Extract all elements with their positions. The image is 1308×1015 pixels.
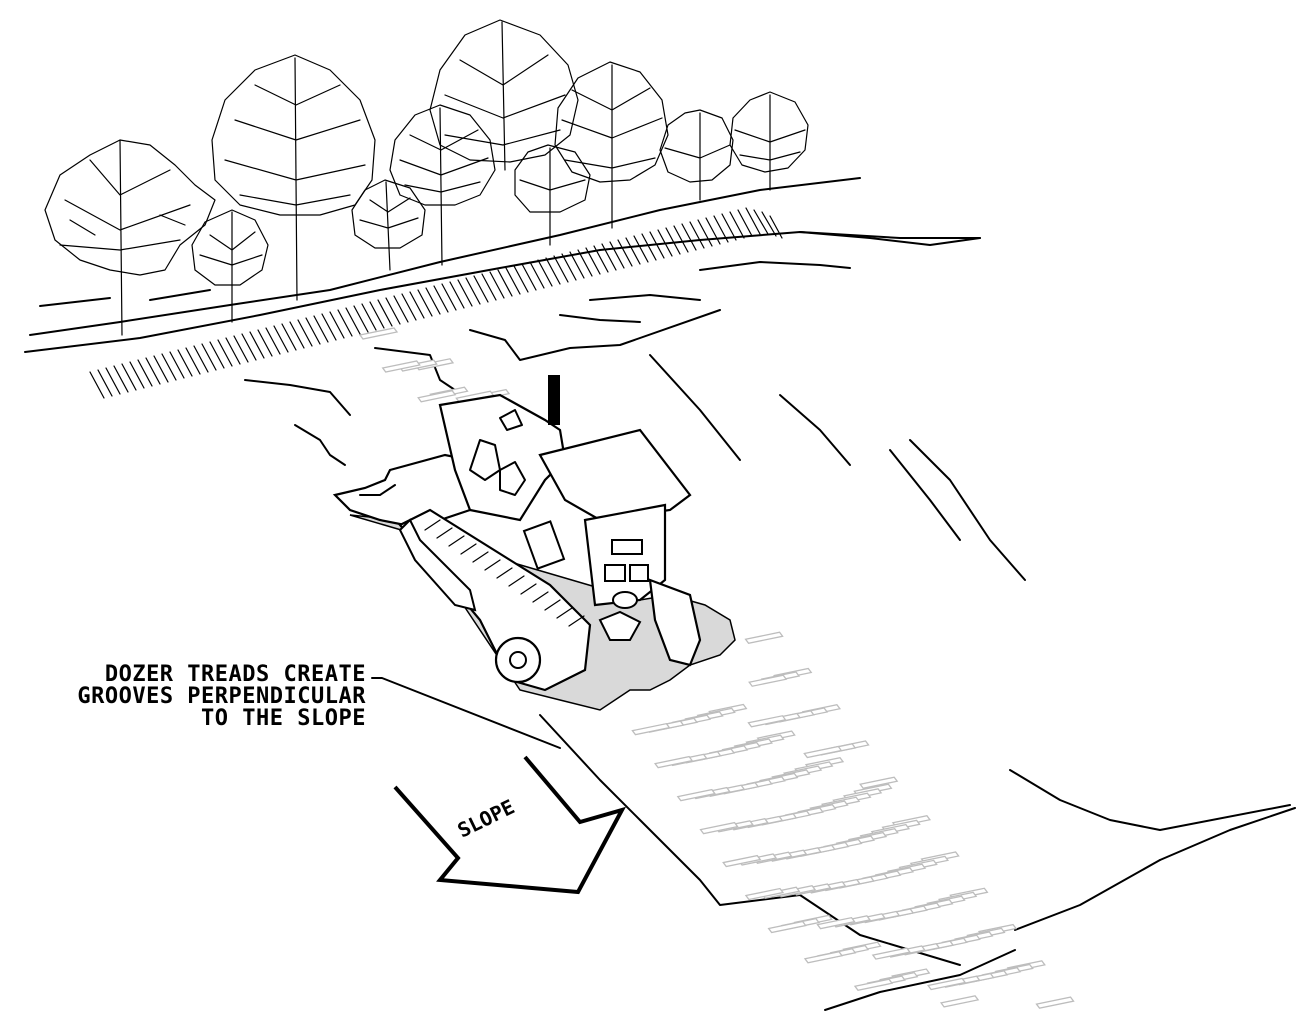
tread-groove — [383, 361, 420, 372]
tread-groove — [746, 632, 783, 643]
bulldozer — [335, 375, 735, 710]
callout-text: DOZER TREADS CREATE GROOVES PERPENDICULA… — [0, 664, 366, 730]
tread-groove — [805, 952, 842, 963]
tread-groove — [748, 716, 785, 727]
tree-1 — [45, 140, 215, 275]
callout-line-2: GROOVES PERPENDICULAR — [0, 686, 366, 708]
slope-surface — [245, 232, 1295, 1010]
tread-groove — [749, 675, 786, 686]
slope-arrow: SLOPE — [395, 757, 622, 892]
tread-groove — [769, 922, 806, 933]
tree-5 — [390, 105, 495, 205]
tree-line — [25, 20, 980, 398]
tread-groove — [804, 747, 841, 758]
tread-groove — [855, 979, 892, 990]
tree-2 — [192, 210, 268, 285]
tread-groove — [632, 724, 669, 735]
callout-line-3: TO THE SLOPE — [0, 708, 366, 730]
tread-groove — [1037, 997, 1074, 1008]
tree-7 — [515, 145, 590, 212]
tree-9 — [660, 110, 733, 182]
tread-groove — [360, 328, 397, 339]
tread-groove — [941, 996, 978, 1007]
tree-3 — [212, 55, 375, 215]
tread-groove — [655, 757, 692, 768]
callout-line-1: DOZER TREADS CREATE — [0, 664, 366, 686]
